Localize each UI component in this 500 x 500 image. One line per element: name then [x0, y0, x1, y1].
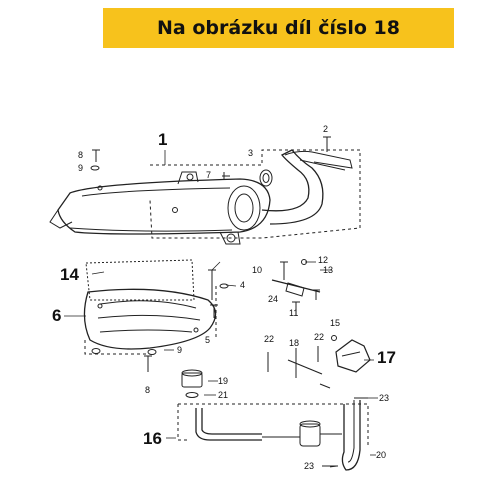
part-label-8-top: 8: [78, 150, 84, 160]
part-label-5: 5: [205, 335, 211, 345]
part-label-16: 16: [143, 429, 162, 448]
part-label-20: 20: [376, 450, 387, 460]
part-label-4: 4: [240, 280, 246, 290]
part-label-3: 3: [248, 148, 254, 158]
part-label-17: 17: [377, 348, 396, 367]
part-label-11: 11: [289, 308, 299, 318]
part-label-9-bottom: 9: [177, 345, 183, 355]
valve-assembly-drawing: [267, 335, 371, 389]
part-label-24: 24: [268, 294, 279, 304]
leader-lines: [64, 150, 378, 468]
heat-shield-drawing: [83, 259, 229, 372]
part-label-19: 19: [218, 376, 229, 386]
part-label-21: 21: [218, 390, 229, 400]
part-label-1: 1: [158, 130, 168, 149]
part-label-2: 2: [323, 124, 329, 134]
part-label-14: 14: [60, 265, 79, 284]
hose-assembly-drawing: [177, 397, 369, 471]
part-label-6: 6: [52, 306, 62, 325]
part-label-12: 12: [318, 255, 329, 265]
part-label-8-bottom: 8: [145, 385, 151, 395]
part-label-22-right: 22: [314, 332, 325, 342]
part-label-18: 18: [289, 338, 300, 348]
part-label-15: 15: [330, 318, 341, 328]
header-banner: Na obrázku díl číslo 18: [103, 8, 454, 48]
banner-title: Na obrázku díl číslo 18: [157, 17, 400, 39]
bracket-parts-drawing: [271, 259, 321, 315]
part-label-22-left: 22: [264, 334, 275, 344]
part-label-9-top: 9: [78, 163, 84, 173]
part-label-13: 13: [323, 265, 334, 275]
part-label-7: 7: [206, 170, 212, 180]
muffler-drawing: [49, 136, 361, 245]
bush-drawing: [181, 369, 203, 398]
part-label-23-top: 23: [379, 393, 390, 403]
part-label-23-bottom: 23: [304, 461, 315, 471]
part-label-10: 10: [252, 265, 263, 275]
